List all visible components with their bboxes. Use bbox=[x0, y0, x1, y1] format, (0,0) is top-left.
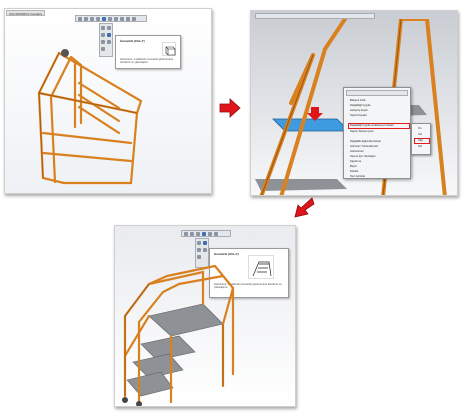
zoom-fit-icon[interactable] bbox=[184, 232, 188, 236]
menu-item-full-screen[interactable]: Tam Görüntü bbox=[350, 174, 404, 179]
menu-item-invert-selection[interactable]: Seçimi Tersine Çevir bbox=[350, 129, 404, 134]
zoom-area-icon[interactable] bbox=[190, 232, 194, 236]
menu-item-advanced-select[interactable]: Gelişmiş Seçim bbox=[350, 108, 404, 113]
top-view-icon[interactable] bbox=[101, 40, 105, 44]
hide-show-icon[interactable] bbox=[114, 17, 118, 21]
right-view-icon[interactable] bbox=[101, 47, 105, 51]
submenu-item-left[interactable]: Sol bbox=[418, 145, 422, 148]
caster-wheel-icon bbox=[136, 401, 142, 406]
view-orientation-flyout bbox=[99, 23, 113, 57]
front-view-icon[interactable] bbox=[197, 241, 201, 245]
menu-item-save-selection[interactable]: Seçimi Kaydet bbox=[350, 113, 404, 118]
caster-wheel-icon bbox=[61, 49, 69, 57]
stair-model-rotated[interactable] bbox=[19, 43, 149, 193]
right-view-icon[interactable] bbox=[203, 248, 207, 252]
menu-item-hide-component[interactable]: Bileşeni Gizle bbox=[350, 98, 404, 103]
isometric-view-icon[interactable] bbox=[203, 241, 207, 245]
menu-item-view-orientation[interactable]: Görünüm Yönlendirmesi bbox=[350, 144, 404, 149]
context-menu: Bileşeni Gizle Değişikliği Uygula Gelişm… bbox=[343, 87, 411, 179]
left-view-icon[interactable] bbox=[101, 33, 105, 37]
left-view-icon[interactable] bbox=[197, 255, 201, 259]
menu-item-zoom[interactable]: Büyüt bbox=[350, 164, 404, 169]
view-settings-icon[interactable] bbox=[132, 17, 136, 21]
apply-scene-icon[interactable] bbox=[126, 17, 130, 21]
view-settings-icon[interactable] bbox=[214, 232, 218, 236]
tooltip-description: Görünümü, modelinizin izometrik görünümü… bbox=[120, 58, 174, 65]
tooltip-title: İzometrik (Ctrl+7) bbox=[214, 252, 239, 256]
top-view-icon[interactable] bbox=[197, 248, 201, 252]
screenshot-panel-context-menu: Bileşeni Gizle Değişikliği Uygula Gelişm… bbox=[250, 10, 458, 196]
heads-up-view-toolbar bbox=[75, 15, 147, 22]
view-orientation-icon[interactable] bbox=[102, 17, 106, 21]
menu-item-apply-show-parent[interactable]: Değişikliği Uygula ve Ebeveyni Göster bbox=[350, 123, 404, 128]
heads-up-view-toolbar bbox=[181, 230, 231, 237]
menu-item-zoom-selection[interactable]: Seçme İçin Yakınlaştır bbox=[350, 154, 404, 159]
back-view-icon[interactable] bbox=[107, 26, 111, 30]
view-orientation-flyout bbox=[195, 238, 209, 268]
isometric-cube-thumbnail-icon bbox=[162, 42, 176, 56]
view-submenu: Ön Üst Sağ Sol bbox=[411, 123, 431, 155]
previous-view-icon[interactable] bbox=[90, 17, 94, 21]
menu-item-apply-change[interactable]: Değişikliği Uygula bbox=[350, 103, 404, 108]
previous-view-icon[interactable] bbox=[196, 232, 200, 236]
window-tab[interactable]: SOLIDWORKS Visualize bbox=[6, 10, 46, 16]
screenshot-panel-isometric-before: SOLIDWORKS Visualize İzometrik (Ctrl+7) … bbox=[4, 8, 212, 194]
tooltip-title: İzometrik (Ctrl+7) bbox=[120, 39, 145, 43]
isometric-tooltip: İzometrik (Ctrl+7) Görünümü, modelinizin… bbox=[209, 248, 289, 298]
arrow-down-icon bbox=[307, 107, 323, 121]
menu-item-views[interactable]: Görünümler bbox=[350, 149, 404, 154]
menu-item-pan[interactable]: Kaydırma bbox=[350, 159, 404, 164]
tooltip-description: Görünümü, modelinizin izometrik görünümü… bbox=[214, 283, 282, 290]
selected-menu-highlight bbox=[348, 123, 410, 129]
context-menu-icon-bar bbox=[346, 90, 408, 96]
view-orientation-icon[interactable] bbox=[202, 232, 206, 236]
submenu-item-front[interactable]: Ön bbox=[418, 127, 422, 130]
arrow-down-left-icon bbox=[294, 197, 315, 218]
bottom-view-icon[interactable] bbox=[107, 40, 111, 44]
stair-thumbnail-icon bbox=[248, 255, 274, 279]
isometric-view-icon[interactable] bbox=[107, 33, 111, 37]
caster-wheel-icon bbox=[122, 397, 128, 403]
edit-appearance-icon[interactable] bbox=[120, 17, 124, 21]
submenu-item-right[interactable]: Sağ bbox=[418, 139, 423, 142]
selected-submenu-highlight bbox=[414, 138, 430, 144]
section-view-icon[interactable] bbox=[96, 17, 100, 21]
arrow-right-icon bbox=[219, 98, 241, 118]
screenshot-panel-isometric-after: İzometrik (Ctrl+7) Görünümü, modelinizin… bbox=[114, 225, 296, 407]
top-toolbar-strip bbox=[255, 13, 375, 19]
submenu-item-top[interactable]: Üst bbox=[418, 133, 422, 136]
zoom-fit-icon[interactable] bbox=[78, 17, 82, 21]
stair-model-isometric[interactable] bbox=[119, 256, 239, 406]
isometric-tooltip: İzometrik (Ctrl+7) Görünümü, modelinizin… bbox=[115, 35, 181, 69]
zoom-area-icon[interactable] bbox=[84, 17, 88, 21]
front-view-icon[interactable] bbox=[101, 26, 105, 30]
display-style-icon[interactable] bbox=[208, 232, 212, 236]
menu-item-rotate[interactable]: Döndür bbox=[350, 169, 404, 174]
display-style-icon[interactable] bbox=[108, 17, 112, 21]
menu-item-show-tree[interactable]: Değişiklik Ağacında Göster bbox=[350, 139, 404, 144]
